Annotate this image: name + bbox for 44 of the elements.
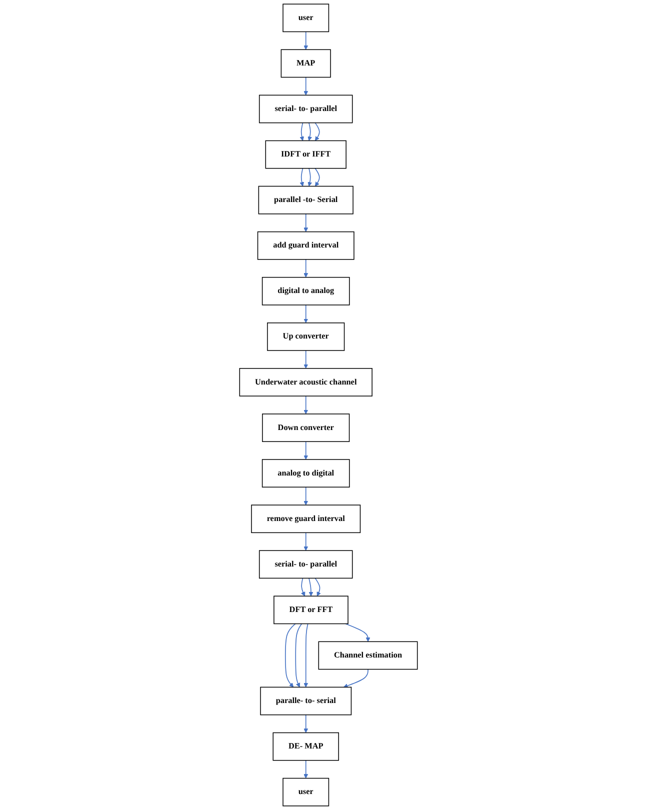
node-box: MAP bbox=[280, 49, 331, 78]
arrow bbox=[295, 623, 302, 688]
arrow bbox=[304, 396, 308, 414]
arrow bbox=[304, 486, 308, 506]
arrow bbox=[345, 623, 370, 642]
node-box: parallel -to- Serial bbox=[258, 186, 354, 214]
arrow bbox=[304, 714, 308, 733]
arrow bbox=[343, 668, 368, 688]
arrow bbox=[314, 122, 320, 141]
node-box: Channel estimation bbox=[318, 641, 418, 670]
arrow bbox=[304, 532, 308, 551]
node-box: paralle- to- serial bbox=[260, 686, 352, 716]
arrow bbox=[304, 213, 308, 232]
node-box: DE- MAP bbox=[272, 732, 339, 761]
arrow bbox=[284, 623, 296, 688]
arrow bbox=[304, 350, 308, 369]
arrow bbox=[304, 441, 308, 460]
arrow bbox=[304, 760, 308, 778]
arrow bbox=[300, 168, 304, 186]
arrow bbox=[304, 76, 308, 96]
arrow bbox=[300, 122, 304, 141]
node-box: Underwater acoustic channel bbox=[239, 368, 372, 396]
arrow bbox=[308, 578, 314, 596]
node-box: user bbox=[282, 4, 330, 32]
node-box: user bbox=[282, 778, 330, 806]
arrow bbox=[314, 578, 321, 596]
arrow bbox=[314, 168, 320, 186]
node-box: Up converter bbox=[267, 322, 345, 351]
node-box: add guard interval bbox=[257, 231, 354, 260]
node-box: IDFT or IFFT bbox=[265, 140, 346, 169]
arrow bbox=[301, 578, 306, 596]
arrow bbox=[304, 259, 308, 278]
node-box: serial- to- parallel bbox=[258, 550, 353, 579]
node-box: digital to analog bbox=[262, 276, 350, 306]
arrow bbox=[308, 122, 312, 141]
node-box: serial- to- parallel bbox=[258, 94, 353, 124]
node-box: Down converter bbox=[262, 414, 350, 442]
node-box: remove guard interval bbox=[251, 504, 361, 534]
node-box: DFT or FFT bbox=[274, 596, 348, 624]
arrow bbox=[304, 623, 308, 688]
arrow bbox=[308, 168, 312, 186]
arrow bbox=[304, 304, 308, 324]
node-box: analog to digital bbox=[262, 459, 350, 488]
arrow bbox=[304, 31, 308, 50]
